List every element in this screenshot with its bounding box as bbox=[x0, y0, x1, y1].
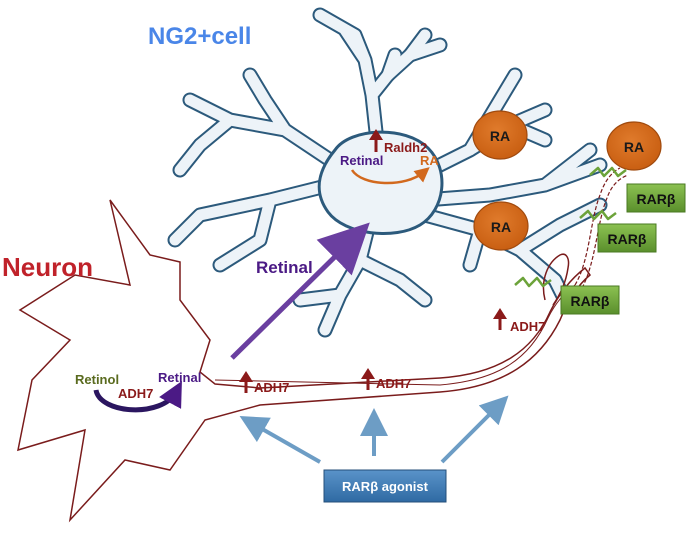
svg-text:RARβ: RARβ bbox=[637, 191, 676, 207]
svg-text:RARβ: RARβ bbox=[571, 293, 610, 309]
neuron-body bbox=[17, 199, 592, 523]
retinol-label: Retinol bbox=[75, 372, 119, 387]
ng2-cell bbox=[167, 7, 608, 338]
retinal-transfer-label: Retinal bbox=[256, 258, 313, 277]
neuron bbox=[17, 167, 629, 523]
ra-bubble: RA bbox=[606, 121, 662, 171]
rar-beta-agonist-box: RARβ agonist bbox=[323, 469, 447, 503]
axon-adh7-label: ADH7 bbox=[376, 376, 411, 391]
ng2-retinal-label: Retinal bbox=[340, 153, 383, 168]
ra-bubble: RA bbox=[473, 201, 529, 251]
soma-adh7-label: ADH7 bbox=[118, 386, 153, 401]
svg-text:RA: RA bbox=[490, 128, 510, 144]
raldh2-up-arrow bbox=[369, 129, 383, 152]
axon-adh7-label: ADH7 bbox=[510, 319, 545, 334]
neuron-label: Neuron bbox=[2, 252, 93, 282]
rar-beta-receptor: RARβ bbox=[560, 285, 620, 315]
receptor-zigzag bbox=[514, 166, 627, 288]
rar-beta-receptor: RARβ bbox=[626, 183, 686, 213]
axon-adh7-label: ADH7 bbox=[254, 380, 289, 395]
svg-text:RA: RA bbox=[624, 139, 644, 155]
svg-text:RA: RA bbox=[491, 219, 511, 235]
svg-text:RARβ: RARβ bbox=[608, 231, 647, 247]
ng2-ra-label: RA bbox=[420, 153, 439, 168]
retinal-to-ra-arrow bbox=[350, 167, 430, 185]
soma-retinal-label: Retinal bbox=[158, 370, 201, 385]
axon-terminal-2 bbox=[581, 174, 629, 289]
ra-bubble: RA bbox=[472, 110, 528, 160]
agonist-arrows bbox=[239, 395, 509, 464]
retinal-transfer-arrow bbox=[230, 222, 370, 360]
retinol-to-retinal-arrow bbox=[93, 381, 182, 413]
ng2-cell-label: NG2+cell bbox=[148, 23, 251, 50]
adh7-up-arrow bbox=[493, 308, 507, 330]
axon-inner-line bbox=[214, 284, 576, 386]
adh7-up-arrow bbox=[361, 368, 375, 390]
adh7-up-arrow bbox=[239, 371, 253, 393]
raldh2-label: Raldh2 bbox=[384, 140, 427, 155]
axon-terminal-1 bbox=[574, 167, 621, 286]
svg-text:RARβ agonist: RARβ agonist bbox=[342, 479, 429, 494]
rar-beta-receptor: RARβ bbox=[597, 223, 657, 253]
